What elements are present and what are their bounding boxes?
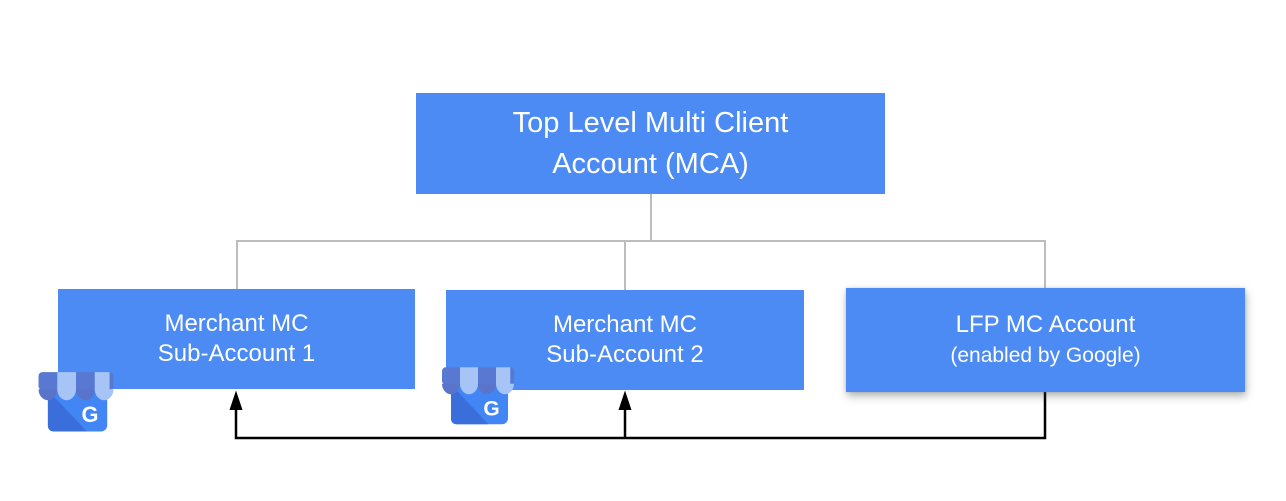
box-merchant-sub-account-2: Merchant MC Sub-Account 2 bbox=[446, 290, 804, 390]
box-merchant-sub-account-1: Merchant MC Sub-Account 1 bbox=[58, 289, 415, 389]
box-lfp-mc-account: LFP MC Account (enabled by Google) bbox=[846, 288, 1245, 392]
lfp-arrow-lines bbox=[234, 392, 1047, 440]
box-lfp-mc-account-line2: (enabled by Google) bbox=[950, 344, 1141, 367]
arrow-path-lfp-to-sub1 bbox=[234, 392, 1047, 440]
hierarchy-tree-lines bbox=[236, 194, 1046, 290]
google-my-business-icon bbox=[38, 369, 114, 433]
box-merchant-sub-account-1-line2: Sub-Account 1 bbox=[157, 340, 316, 367]
box-merchant-sub-account-2-line1: Merchant MC bbox=[552, 311, 698, 338]
box-top-level-mca-line2: Account (MCA) bbox=[552, 147, 749, 180]
box-merchant-sub-account-1-line1: Merchant MC bbox=[164, 310, 309, 337]
box-top-level-mca-line1: Top Level Multi Client bbox=[512, 106, 789, 139]
box-lfp-mc-account-line1: LFP MC Account bbox=[955, 311, 1136, 338]
box-top-level-mca: Top Level Multi Client Account (MCA) bbox=[416, 93, 885, 194]
arrowhead-sub1 bbox=[229, 390, 243, 410]
box-merchant-sub-account-2-line2: Sub-Account 2 bbox=[546, 341, 704, 368]
google-my-business-icon bbox=[442, 364, 514, 426]
arrowhead-sub2 bbox=[618, 390, 632, 410]
